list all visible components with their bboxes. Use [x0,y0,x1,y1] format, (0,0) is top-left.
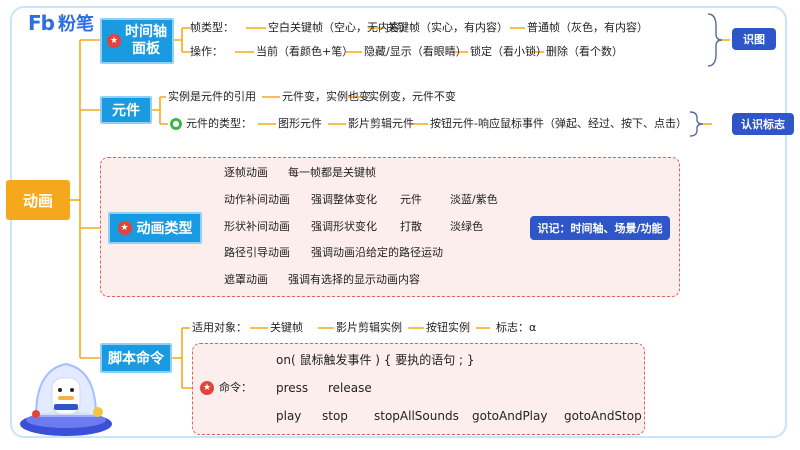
command-label-group: ★ 命令： [200,381,252,395]
target-movieclip-instance: 影片剪辑实例 [336,321,402,334]
cmd-press: press [276,381,309,395]
cmd-gotoandstop: gotoAndStop [564,409,642,423]
star-badge-icon: ★ [200,381,214,395]
anim-mask-desc: 强调有选择的显示动画内容 [288,273,420,286]
operation-hide-show: 隐藏/显示（看眼睛） [364,45,467,58]
diagram-frame [10,6,787,438]
anim-motion-tween: 动作补间动画 [224,193,290,206]
tag-recognize-image: 识图 [732,28,776,50]
anim-shape-tween-object: 打散 [400,220,422,233]
star-badge-icon: ★ [107,34,121,48]
anim-motion-tween-desc: 强调整体变化 [311,193,377,206]
anim-shape-tween: 形状补间动画 [224,220,290,233]
instance-ref-label: 实例是元件的引用 [168,90,256,103]
commands-panel [192,343,645,435]
sign-alpha: 标志：α [496,321,537,334]
anim-shape-tween-color: 淡绿色 [450,220,483,233]
element-type-graphic: 图形元件 [278,117,322,130]
targets-label: 适用对象： [192,321,247,334]
person-icon: ● [170,118,182,130]
star-badge-icon: ★ [117,221,132,235]
target-button-instance: 按钮实例 [426,321,470,334]
frame-type-key: 关键帧（实心，有内容） [387,21,508,34]
anim-frame-by-frame-desc: 每一帧都是关键帧 [288,166,376,179]
element-type-button: 按钮元件-响应鼠标事件（弹起、经过、按下、点击） [430,117,687,130]
tag-memorize: 识记：时间轴、场景/功能 [530,216,670,240]
cmd-gotoandplay: gotoAndPlay [472,409,548,423]
operation-delete: 删除（看个数） [546,45,623,58]
logo-mark: Fb [28,11,55,35]
logo-text: 粉笔 [57,14,94,35]
root-node-animation: 动画 [6,180,70,220]
element-node: 元件 [100,96,152,124]
anim-motion-tween-object: 元件 [400,193,422,206]
animation-types-node: ★ 动画类型 [108,212,202,244]
cmd-play: play [276,409,302,423]
instance-item-2: 实例变，元件不变 [368,90,456,103]
frame-types-label: 帧类型： [190,21,234,34]
anim-motion-tween-color: 淡蓝/紫色 [450,193,498,206]
script-commands-node: 脚本命令 [100,343,172,373]
fenbi-logo: Fb 粉笔 [28,10,94,36]
cmd-on-event: on( 鼠标触发事件 ) { 要执的语句 ; } [276,353,475,367]
anim-frame-by-frame: 逐帧动画 [224,166,268,179]
target-keyframe: 关键帧 [270,321,303,334]
timeline-panel-node: ★ 时间轴 面板 [100,18,174,64]
operation-current: 当前（看颜色+笔） [256,45,354,58]
tag-recognize-sign: 认识标志 [732,113,794,135]
anim-path-guide: 路径引导动画 [224,246,290,259]
cmd-release: release [328,381,372,395]
frame-type-normal: 普通帧（灰色，有内容） [527,21,648,34]
operation-lock: 锁定（看小锁） [470,45,547,58]
timeline-title-line2: 面板 [132,41,160,57]
anim-shape-tween-desc: 强调形状变化 [311,220,377,233]
instance-item-1: 元件变，实例也变 [282,90,370,103]
mascot-ufo-illustration [20,362,112,436]
timeline-title-line1: 时间轴 [125,24,167,40]
command-label: 命令： [219,381,252,394]
operations-label: 操作： [190,45,223,58]
element-type-movieclip: 影片剪辑元件 [348,117,414,130]
anim-mask: 遮罩动画 [224,273,268,286]
frame-type-blank: 空白关键帧（空心，无内容） [268,21,411,34]
cmd-stopallsounds: stopAllSounds [374,409,459,423]
cmd-stop: stop [322,409,348,423]
element-types-label: 元件的类型： [186,117,252,130]
animation-types-title: 动画类型 [136,221,193,237]
anim-path-guide-desc: 强调动画沿给定的路径运动 [311,246,443,259]
